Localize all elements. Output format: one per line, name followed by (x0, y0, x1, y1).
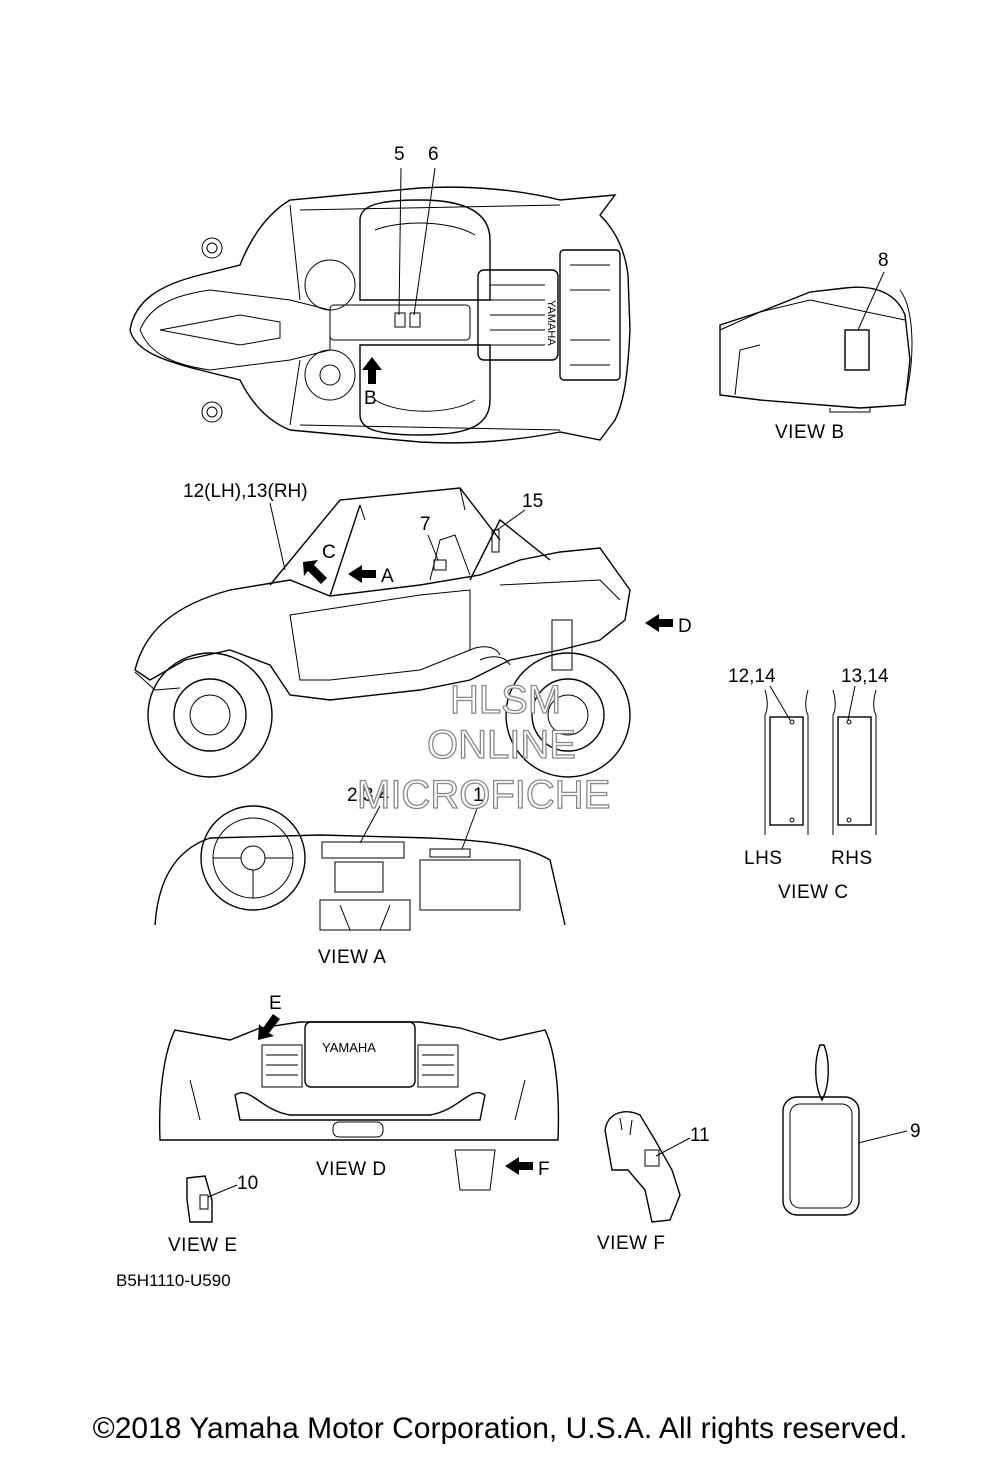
view-f-label: VIEW F (597, 1233, 665, 1254)
callout-a: A (381, 566, 394, 587)
top-view-drawing (129, 186, 631, 444)
watermark-line-3: MICROFICHE (357, 773, 610, 817)
arrow-f-icon (505, 1157, 533, 1175)
watermark-line-1: HLSM (450, 678, 561, 722)
callout-1: 1 (473, 785, 484, 806)
diagram-code: B5H1110-U590 (116, 1271, 231, 1290)
callout-5: 5 (394, 144, 405, 165)
callout-d: D (678, 616, 692, 637)
lhs-label: LHS (744, 848, 782, 869)
callout-e: E (269, 993, 282, 1014)
watermark-line-2: ONLINE (427, 723, 576, 767)
callout-7: 7 (420, 514, 431, 535)
callout-c: C (322, 542, 336, 563)
view-e-label: VIEW E (168, 1235, 238, 1256)
callout-15: 15 (522, 491, 543, 512)
callout-6: 6 (428, 144, 439, 165)
view-a-label: VIEW A (318, 947, 386, 968)
callout-13-14: 13,14 (841, 666, 889, 687)
view-f-drawing (604, 1111, 681, 1223)
view-d-drawing (158, 1021, 560, 1191)
callout-10: 10 (237, 1173, 258, 1194)
view-c-label: VIEW C (778, 882, 849, 903)
callout-12-13: 12(LH),13(RH) (183, 481, 308, 502)
side-view-drawing (134, 487, 631, 778)
arrow-b-icon (362, 357, 382, 384)
view-b-label: VIEW B (775, 422, 845, 443)
callout-f: F (538, 1159, 550, 1180)
arrow-a-icon (348, 565, 376, 583)
callout-9: 9 (910, 1121, 921, 1142)
brand-yamaha-vertical: YAMAHA (545, 300, 557, 346)
arrow-e-icon (258, 1014, 280, 1040)
watermark: HLSM ONLINE MICROFICHE (356, 677, 611, 817)
copyright-notice: ©2018 Yamaha Motor Corporation, U.S.A. A… (92, 1412, 908, 1445)
view-c-drawing (764, 689, 877, 835)
callout-b: B (364, 388, 377, 409)
brand-yamaha-rear: YAMAHA (322, 1040, 376, 1055)
view-a-drawing (154, 805, 566, 931)
tag-drawing (782, 1044, 860, 1216)
view-e-drawing (186, 1175, 213, 1223)
view-b-drawing (719, 286, 913, 413)
callout-2-3-4: 2,3,4 (347, 785, 390, 806)
callout-8: 8 (878, 250, 889, 271)
rhs-label: RHS (831, 848, 873, 869)
callout-12-14: 12,14 (728, 666, 776, 687)
arrow-d-icon (645, 614, 673, 632)
view-d-label: VIEW D (316, 1159, 387, 1180)
callout-11: 11 (690, 1125, 710, 1146)
arrow-c-icon (303, 560, 327, 584)
